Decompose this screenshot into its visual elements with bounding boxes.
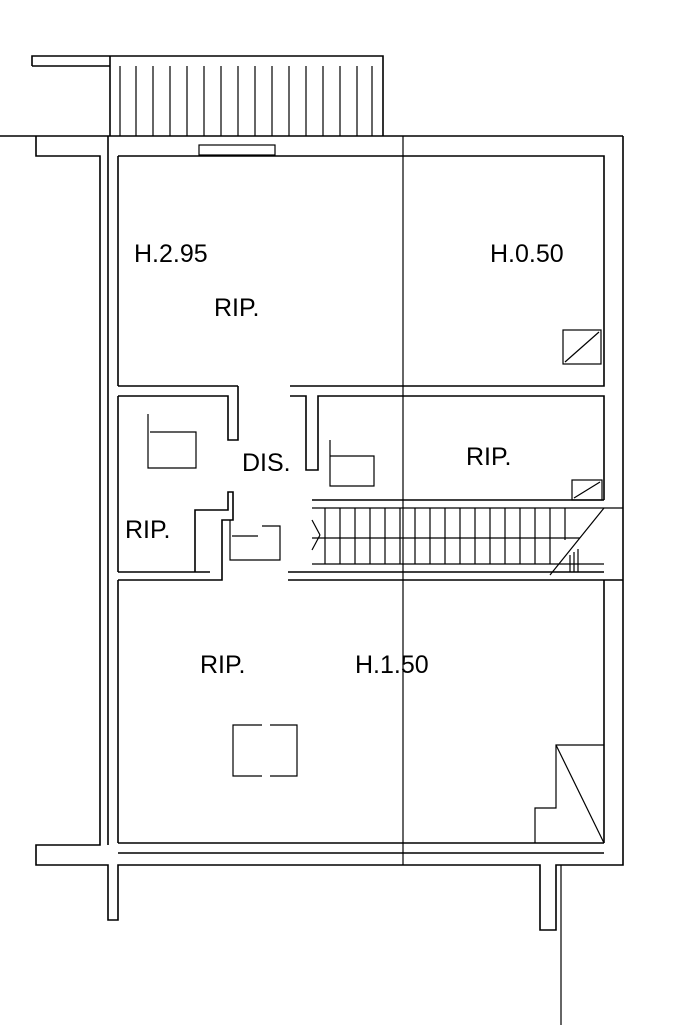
middle-walls [118, 385, 623, 581]
bottom-height-label: H.1.50 [355, 651, 429, 679]
mid-right-room-label: RIP. [466, 443, 511, 471]
stair-middle [311, 507, 623, 576]
shaft-symbols [534, 329, 605, 844]
bottom-left-room-label: RIP. [200, 651, 245, 679]
top-left-height-label: H.2.95 [134, 240, 208, 268]
top-right-height-label: H.0.50 [490, 240, 564, 268]
door-swings [147, 414, 375, 561]
top-left-room-label: RIP. [214, 294, 259, 322]
mid-left-room-label: RIP. [125, 516, 170, 544]
mid-center-label: DIS. [242, 449, 291, 477]
balcony-top [0, 55, 623, 156]
floor-opening [232, 724, 298, 777]
